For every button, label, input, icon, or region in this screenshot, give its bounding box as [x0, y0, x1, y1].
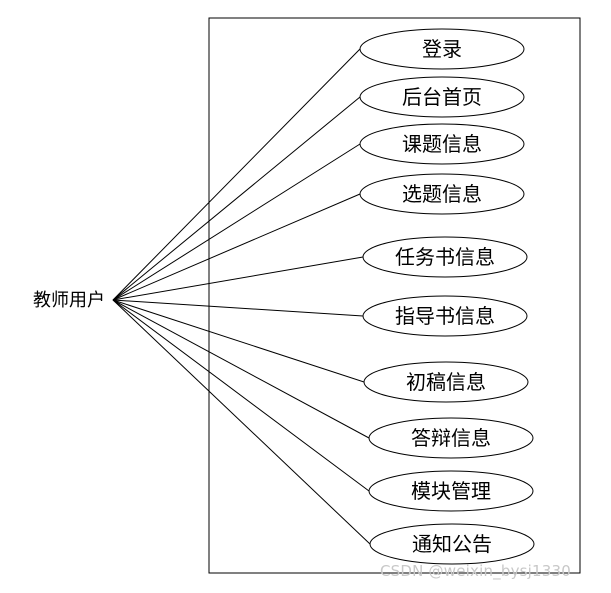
- association-line: [112, 299, 370, 492]
- association-line: [112, 96, 361, 301]
- use-case-label: 课题信息: [402, 132, 482, 156]
- association-line: [112, 299, 371, 545]
- system-boundary: [208, 17, 581, 574]
- use-case-label: 答辩信息: [411, 426, 491, 450]
- use-case-label: 任务书信息: [395, 245, 495, 269]
- association-line: [112, 48, 361, 301]
- association-line: [112, 256, 364, 301]
- use-case-label: 后台首页: [402, 85, 482, 109]
- use-case-label: 选题信息: [402, 182, 482, 206]
- use-case-ellipse: [362, 236, 528, 278]
- use-case-label: 通知公告: [412, 532, 492, 556]
- use-case-ellipse: [359, 76, 525, 118]
- use-case-ellipse: [359, 173, 525, 215]
- association-lines: [112, 48, 371, 545]
- use-case-ellipse: [369, 523, 535, 565]
- use-case-ellipse: [359, 28, 525, 70]
- use-case-label: 指导书信息: [395, 304, 495, 328]
- association-line: [112, 193, 361, 301]
- use-case-label: 登录: [422, 37, 462, 61]
- use-case-ellipse: [368, 417, 534, 459]
- use-case-ellipse: [368, 470, 534, 512]
- association-line: [112, 299, 370, 439]
- watermark-text: CSDN @weixin_bysj1330: [380, 562, 572, 580]
- association-line: [112, 299, 365, 383]
- association-line: [112, 299, 364, 317]
- use-case-label: 初稿信息: [406, 370, 486, 394]
- association-line: [112, 143, 361, 301]
- use-case-label: 模块管理: [411, 479, 491, 503]
- actor-label: 教师用户: [33, 290, 105, 311]
- use-case-ellipse: [359, 123, 525, 165]
- use-case-ellipse: [363, 361, 529, 403]
- use-case-ellipse: [362, 295, 528, 337]
